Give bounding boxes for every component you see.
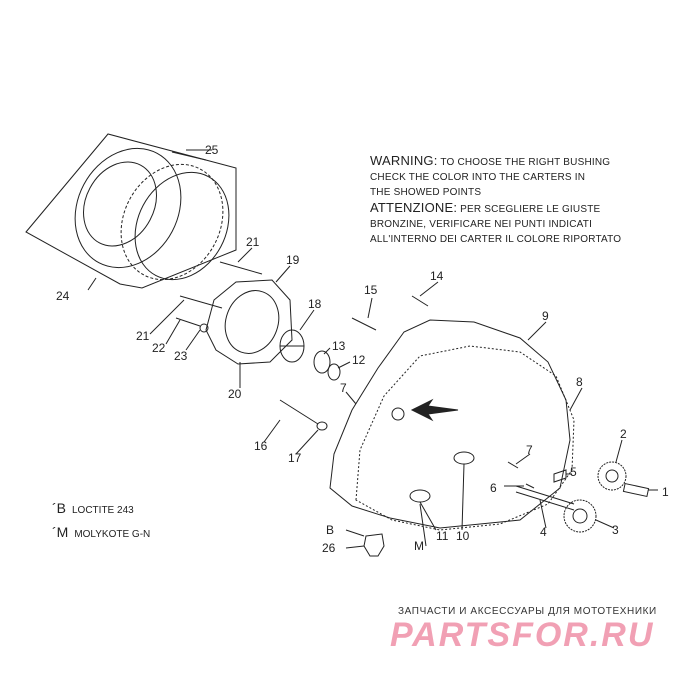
legend-item-molykote: ´M MOLYKOTE G-N — [52, 524, 150, 542]
bolt-22 — [175, 317, 201, 327]
bolt-21-lower — [179, 295, 223, 309]
warning-head-en: WARNING: — [370, 153, 438, 168]
sensor-26 — [363, 533, 385, 557]
group-outline-24 — [25, 133, 237, 289]
bushing-center — [453, 451, 475, 465]
dowel-7 — [507, 461, 519, 469]
callout-22: 22 — [152, 341, 166, 355]
callout-10: 10 — [456, 529, 470, 543]
legend-item-loctite: ´B LOCTITE 243 — [52, 500, 134, 518]
callout-9: 9 — [542, 309, 549, 323]
callout-4: 4 — [540, 525, 547, 539]
bushing-arrow — [410, 398, 459, 422]
callout-8: 8 — [576, 375, 583, 389]
callout-15: 15 — [364, 283, 378, 297]
gear-3 — [563, 499, 597, 533]
warning-line-en-2: CHECK THE COLOR INTO THE CARTERS IN — [370, 172, 586, 183]
callout-7-lower: 7 — [526, 443, 533, 457]
watermark-logo: PARTSFOR.RU — [390, 616, 655, 654]
warning-line-it-1: PER SCEGLIERE LE GIUSTE — [460, 204, 601, 215]
callout-26: 26 — [322, 541, 336, 555]
warning-line-en-3: THE SHOWED POINTS — [370, 187, 482, 198]
callout-11: 11 — [436, 529, 449, 543]
callout-7-upper: 7 — [340, 381, 347, 395]
callout-21-top: 21 — [246, 235, 260, 249]
callout-20: 20 — [228, 387, 242, 401]
legend-symbol-m: ´M — [52, 524, 69, 540]
legend-text-loctite: LOCTITE 243 — [72, 505, 134, 516]
bolt-15 — [351, 317, 377, 331]
bolt-25 — [171, 151, 207, 161]
callout-16: 16 — [254, 439, 268, 453]
warning-line-en-1: TO CHOOSE THE RIGHT BUSHING — [440, 157, 611, 168]
key-5 — [553, 469, 567, 483]
warning-line-it-2: BRONZINE, VERIFICARE NEI PUNTI INDICATI — [370, 219, 593, 230]
legend-text-molykote: MOLYKOTE G-N — [74, 529, 151, 540]
seal-12 — [327, 363, 341, 381]
warning-line-it-3: ALL'INTERNO DEI CARTER IL COLORE RIPORTA… — [370, 234, 622, 245]
bolt-21-upper — [219, 261, 263, 275]
gasket-8 — [355, 345, 575, 531]
pin-6 — [525, 483, 535, 489]
callout-24: 24 — [56, 289, 70, 303]
watermark-caption: ЗАПЧАСТИ И АКСЕССУАРЫ ДЛЯ МОТОТЕХНИКИ — [398, 606, 657, 617]
cover-gasket — [120, 163, 224, 281]
callout-2: 2 — [620, 427, 627, 441]
clutch-cover-outer — [74, 147, 182, 269]
bolt-16 — [279, 399, 319, 425]
callout-5: 5 — [570, 465, 577, 479]
callout-13: 13 — [332, 339, 346, 353]
bushing-lower — [409, 489, 431, 503]
shaft-4 — [515, 485, 575, 505]
washer-17 — [316, 421, 328, 431]
callout-B: B — [326, 523, 334, 537]
callout-18: 18 — [308, 297, 322, 311]
legend-symbol-b: ´B — [52, 500, 66, 516]
callout-21-mid: 21 — [136, 329, 150, 343]
warning-note: WARNING: TO CHOOSE THE RIGHT BUSHING CHE… — [370, 153, 660, 247]
callout-14: 14 — [430, 269, 444, 283]
callout-12: 12 — [352, 353, 366, 367]
callout-1: 1 — [662, 485, 669, 499]
pin-1 — [622, 482, 650, 498]
cover-ring — [134, 171, 230, 281]
callout-M: M — [414, 539, 424, 553]
crankcase-9 — [329, 319, 571, 529]
callout-6: 6 — [490, 481, 497, 495]
gear-2 — [597, 461, 627, 491]
washer-23 — [199, 323, 209, 333]
bolt-14 — [411, 295, 429, 307]
callout-25: 25 — [205, 143, 219, 157]
callout-19: 19 — [286, 253, 300, 267]
callout-3: 3 — [612, 523, 619, 537]
callout-23: 23 — [174, 349, 188, 363]
clutch-cover-inner — [83, 161, 157, 247]
seal-13 — [313, 350, 331, 374]
warning-head-it: ATTENZIONE: — [370, 200, 458, 215]
callout-17: 17 — [288, 451, 302, 465]
